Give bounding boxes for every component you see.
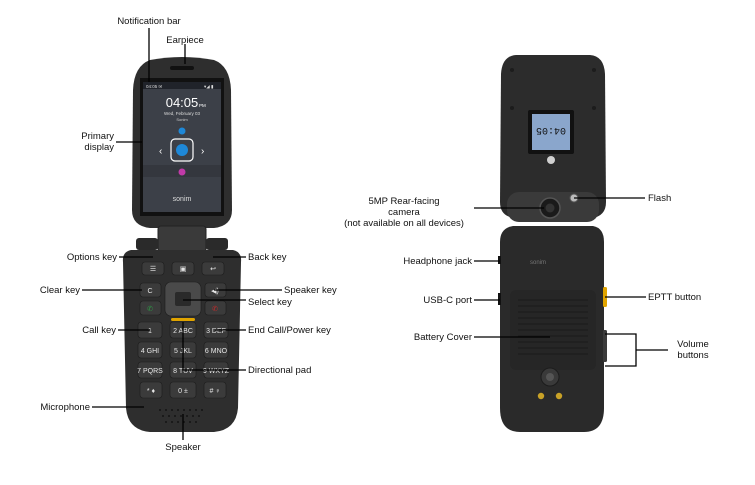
front-bottom-body — [122, 250, 242, 432]
label-directional-pad: Directional pad — [248, 365, 312, 376]
svg-text:☰: ☰ — [150, 266, 156, 273]
svg-text:4 GHI: 4 GHI — [141, 348, 159, 355]
svg-text:↩: ↩ — [210, 266, 216, 273]
svg-text:3 DEF: 3 DEF — [206, 328, 226, 335]
usbc-port — [498, 293, 501, 305]
svg-text:9 WXYZ: 9 WXYZ — [203, 368, 230, 375]
screen-left-chevron-icon: ‹ — [159, 146, 162, 157]
label-notification-bar: Notification bar — [117, 16, 181, 27]
select-key — [175, 292, 191, 306]
svg-text:8 TUV: 8 TUV — [173, 368, 193, 375]
svg-text:1: 1 — [148, 328, 152, 335]
label-call-key: Call key — [82, 325, 116, 336]
screen-date: Wed, February 03 — [164, 111, 200, 116]
hinge — [157, 225, 207, 253]
label-back-key: Back key — [248, 252, 287, 263]
screen-brand: sonim — [173, 196, 192, 203]
svg-text:C: C — [147, 288, 152, 295]
label-clear-key: Clear key — [39, 285, 80, 296]
svg-text:✆: ✆ — [212, 305, 218, 313]
earpiece — [170, 66, 194, 70]
screen-carrier: Sonim — [176, 117, 188, 122]
screen-app-icon-bottom — [178, 168, 186, 176]
options-key — [141, 261, 165, 276]
label-headphone-jack: Headphone jack — [403, 256, 472, 267]
label-options-key: Options key — [66, 252, 117, 263]
svg-text:▾◢ ▮: ▾◢ ▮ — [204, 84, 214, 89]
label-usbc-port: USB-C port — [423, 295, 472, 306]
screen-app-icon-center — [176, 144, 188, 156]
label-speaker: Speaker — [165, 442, 201, 453]
svg-text:* ♦: * ♦ — [147, 388, 156, 395]
screen-select-frame — [170, 138, 194, 162]
label-volume-buttons: Volume buttons — [677, 339, 709, 361]
charging-contact-left — [537, 392, 545, 400]
back-brand: sonim — [530, 260, 546, 266]
label-speaker-key: Speaker key — [284, 285, 337, 296]
screen-ampm: PM — [199, 103, 206, 108]
label-primary-display: Primary display — [81, 131, 114, 153]
svg-text:# ♀: # ♀ — [209, 388, 220, 395]
back-key — [201, 261, 225, 276]
label-flash: Flash — [648, 193, 672, 204]
end-call-power-key — [204, 300, 227, 316]
call-key — [139, 300, 162, 316]
speaker-grille — [159, 409, 203, 423]
label-eptt-button: EPTT button — [648, 292, 702, 303]
screen-app-icon-top — [178, 127, 186, 135]
label-battery-cover: Battery Cover — [413, 332, 472, 343]
notification-bar — [143, 82, 221, 89]
back-phone: 04:05 sonim — [498, 55, 607, 432]
menu-key — [171, 261, 195, 276]
svg-text:▣: ▣ — [180, 266, 187, 273]
label-microphone: Microphone — [40, 402, 90, 413]
front-phone: 04:05 ✉ ▾◢ ▮ 04:05 PM Wed, February 03 S… — [122, 57, 242, 432]
screen-time: 04:05 — [166, 95, 199, 110]
svg-text:✆: ✆ — [147, 305, 153, 313]
screen-right-chevron-icon: › — [201, 146, 204, 157]
front-leader-lines — [82, 28, 282, 440]
keypad: 1 2 ABC 3 DEF 4 GHI 5 JKL 6 MNO 7 PQRS 8… — [137, 321, 230, 399]
svg-text:04:05 ✉: 04:05 ✉ — [146, 84, 163, 89]
label-earpiece: Earpiece — [166, 35, 204, 46]
svg-text:◀): ◀) — [211, 288, 219, 295]
carrier-logo — [547, 156, 555, 164]
svg-text:7 PQRS: 7 PQRS — [137, 368, 163, 375]
volume-buttons — [603, 330, 607, 362]
label-select-key: Select key — [248, 297, 292, 308]
label-rear-camera: 5MP Rear-facing camera (not available on… — [344, 196, 464, 229]
svg-text:6 MNO: 6 MNO — [205, 348, 228, 355]
svg-text:0 ±: 0 ± — [178, 388, 188, 395]
back-leader-lines — [474, 197, 668, 367]
headphone-jack — [498, 256, 501, 264]
label-end-call-power-key: End Call/Power key — [248, 325, 331, 336]
external-screen-time: 04:05 — [536, 124, 566, 135]
charging-contact-right — [555, 392, 563, 400]
